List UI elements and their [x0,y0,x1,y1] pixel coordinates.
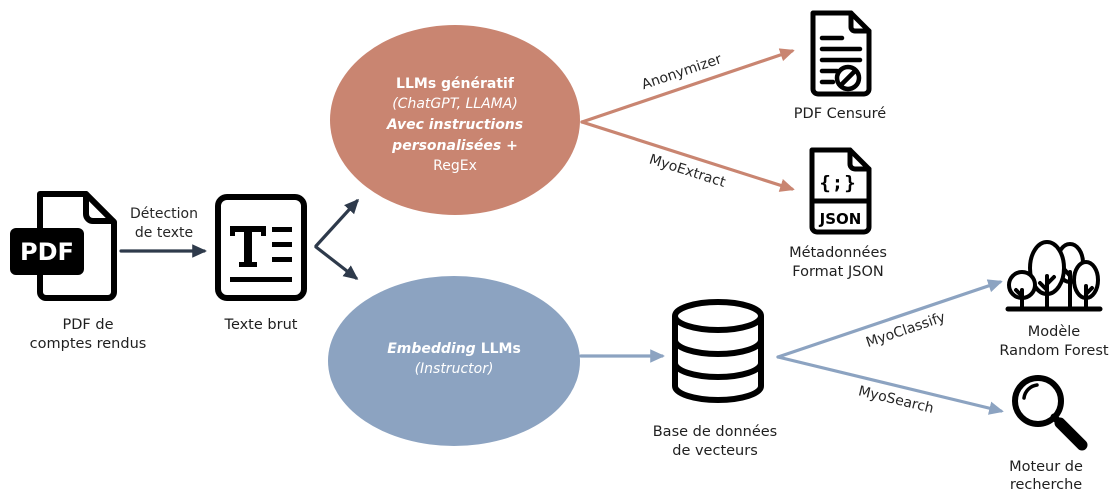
search-engine-label-line-2: recherche [1010,477,1082,493]
text-icon-letter-t [230,226,266,267]
database-icon-band [672,360,764,380]
json-file-icon: {;} JSON [809,147,872,235]
text-icon-line [272,227,292,232]
arrow-text-to-embedding [314,245,359,280]
arrow-generative-to-censored [580,48,795,124]
embedding-llm-subtitle: (Instructor) [415,361,494,377]
generative-llm-instructions-line-1: Avec instructions [386,117,523,133]
myoclassify-label: MyoClassify [864,309,947,351]
pdf-icon-banner [10,228,84,275]
edge-myoclassify: MyoClassify [776,279,1003,359]
text-icon-line [230,277,292,282]
raw-text-label: Texte brut [224,317,298,333]
censored-document-icon [810,10,872,97]
vector-database-label-line-2: de vecteurs [672,443,758,459]
embedding-llm-node: Embedding LLMs (Instructor) [328,276,580,446]
magnifier-icon [1012,375,1088,451]
arrow-database-to-search [776,355,1004,415]
json-metadata-node: {;} JSON Métadonnées Format JSON [789,147,887,280]
search-engine-label-line-1: Moteur de [1009,459,1083,475]
prohibited-icon-slash [838,68,858,88]
generative-llm-ellipse [330,25,580,215]
pdf-reports-label-line-2: comptes rendus [30,336,147,352]
arrow-generative-to-json [580,120,795,192]
arrow-text-to-generative [314,198,359,248]
censored-icon-fold [848,10,872,34]
censored-pdf-label: PDF Censuré [794,106,886,122]
edge-anonymizer: Anonymizer [580,48,795,124]
embedding-llm-title: Embedding LLMs [387,341,521,357]
magnifier-icon-handle [1054,417,1088,451]
random-forest-label-line-1: Modèle [1028,324,1081,340]
generative-llm-instructions-line-2: personalisées + [391,138,518,154]
edge-myoextract: MyoExtract [580,120,795,192]
pdf-file-icon: PDF [10,191,117,301]
text-icon-frame [215,194,307,301]
database-icon-band [672,337,764,357]
json-metadata-label-line-2: Format JSON [792,264,883,280]
generative-llm-regex: RegEx [433,158,477,174]
vector-database-node: Base de données de vecteurs [653,299,778,459]
text-detection-label-line-2: de texte [135,225,193,241]
myosearch-label: MyoSearch [857,383,936,417]
json-icon-text: JSON [819,210,862,228]
pdf-reports-label-line-1: PDF de [63,317,114,333]
text-detection-label-line-1: Détection [130,206,198,222]
generative-llm-models: (ChatGPT, LLAMA) [392,96,518,112]
random-forest-label-line-2: Random Forest [999,343,1108,359]
embedding-llm-title-emphasis: Embedding [387,341,476,357]
raw-text-node: Texte brut [215,194,307,333]
embedding-llm-title-rest: LLMs [481,341,521,357]
generative-llm-node: LLMs génératif (ChatGPT, LLAMA) Avec ins… [330,25,580,215]
forest-icon-middle-trunk [1038,274,1056,311]
json-icon-symbol: {;} [819,172,856,194]
censored-pdf-node: PDF Censuré [794,10,886,122]
magnifier-icon-glint [1022,383,1039,400]
myoextract-label: MyoExtract [647,152,728,191]
text-icon-line [272,257,292,262]
search-engine-node: Moteur de recherche [1009,375,1088,493]
vector-database-label-line-1: Base de données [653,424,778,440]
json-icon-fold [847,147,872,172]
generative-llm-title: LLMs génératif [396,76,515,92]
arrow-database-to-random-forest [776,279,1003,359]
database-icon-top [672,299,764,333]
edge-text-detection: Détection de texte [119,206,207,258]
json-metadata-label-line-1: Métadonnées [789,245,887,261]
forest-icon [1005,240,1103,312]
censored-icon-text-lines [819,35,863,85]
pdf-reports-node: PDF PDF de comptes rendus [10,191,147,352]
random-forest-node: Modèle Random Forest [999,240,1109,359]
text-document-icon [215,194,307,301]
forest-icon-left-trunk [1014,288,1024,311]
pdf-icon-fold [83,191,116,224]
text-icon-line [272,242,292,247]
forest-icon-right-trunk [1084,284,1094,311]
database-icon [672,299,764,403]
embedding-llm-ellipse [328,276,580,446]
edge-myosearch: MyoSearch [776,355,1004,417]
database-icon-body [672,316,764,403]
pdf-icon-text: PDF [20,238,74,266]
